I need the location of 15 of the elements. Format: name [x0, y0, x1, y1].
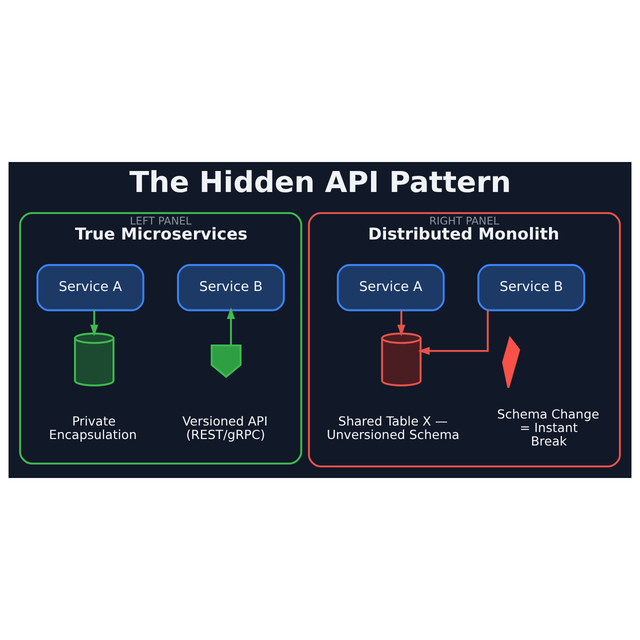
node-box: Service A — [36, 264, 144, 312]
node-shield — [210, 344, 242, 378]
node-lightning — [502, 336, 520, 389]
node-label: Shared Table X — Unversioned Schema — [326, 413, 460, 442]
arrow — [90, 310, 98, 336]
node-box: Service B — [477, 264, 586, 312]
node-box: Service B — [177, 264, 285, 312]
arrow — [418, 310, 489, 355]
arrow — [397, 310, 406, 336]
node-label: Schema Change = Instant Break — [497, 406, 600, 449]
node-box: Service A — [336, 264, 445, 312]
diagram-title: The Hidden API Pattern — [129, 164, 512, 199]
arrow — [226, 307, 235, 346]
node-label: Versioned API (REST/gRPC) — [182, 413, 268, 442]
node-label: Private Encapsulation — [48, 413, 137, 442]
